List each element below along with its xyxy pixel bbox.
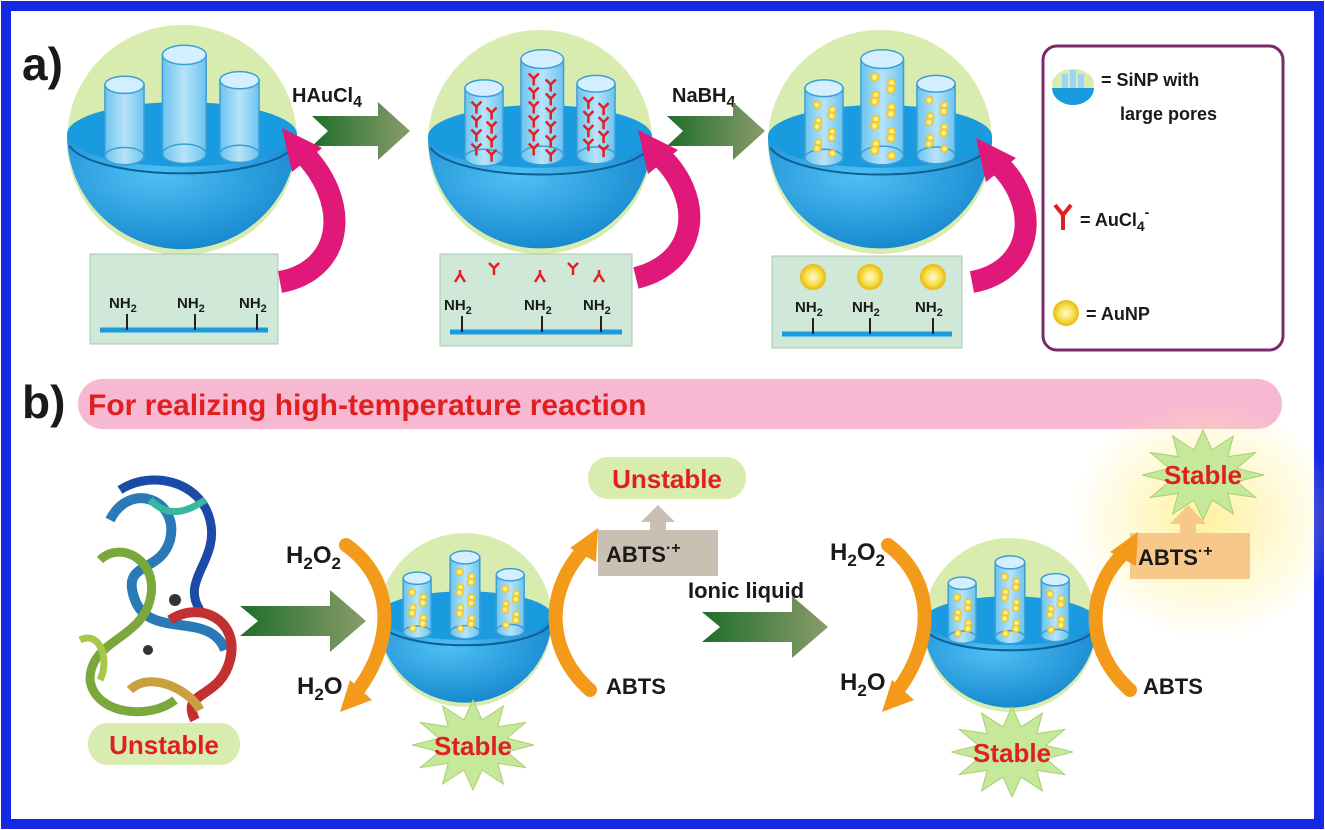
svg-text:NH2: NH2	[852, 299, 880, 319]
legend-sinp-line1: = SiNP with	[1101, 70, 1199, 90]
ionic-liquid-label: Ionic liquid	[688, 578, 804, 603]
stable-starburst-radical	[1142, 428, 1264, 522]
reagent-haucl4: HAuCl4	[292, 85, 362, 111]
nano-status-2: Stable	[973, 738, 1051, 768]
orange-arrow-abts-2-icon	[1088, 532, 1138, 697]
legend-aunp: = AuNP	[1086, 304, 1150, 324]
svg-text:NH2: NH2	[444, 297, 472, 317]
arrow-step2-icon	[667, 102, 765, 160]
abts-radical-label-2: ABTS·+	[1138, 543, 1213, 570]
amine-surface-3: NH2 NH2 NH2	[771, 255, 963, 349]
orange-arrow-abts-1-icon	[548, 528, 598, 697]
stable-starburst-nanozyme-1	[412, 698, 534, 792]
up-arrow-2-icon	[1170, 505, 1206, 533]
h2o2-label-1: H2O2	[286, 542, 341, 573]
sinp-empty-sphere	[67, 25, 297, 255]
legend-box: = SiNP with large pores = AuCl4- = AuNP	[1041, 44, 1285, 352]
sinp-aunp-loaded-sphere	[768, 30, 993, 254]
h2o-label-1: H2O	[297, 673, 342, 704]
h2o2-label-2: H2O2	[830, 539, 885, 570]
svg-text:NH2: NH2	[239, 295, 267, 315]
h2o-label-2: H2O	[840, 669, 885, 700]
reagent-nabh4: NaBH4	[672, 85, 735, 111]
radical-status-pill-1	[588, 457, 746, 499]
svg-text:NH2: NH2	[177, 295, 205, 315]
svg-text:NH2: NH2	[795, 299, 823, 319]
curved-arrow-magenta-2-icon	[632, 130, 701, 289]
svg-text:NH2: NH2	[109, 295, 137, 315]
aunp-legend-icon	[1053, 300, 1079, 326]
enzyme-status: Unstable	[109, 730, 219, 760]
objective-banner	[78, 379, 1282, 429]
panel-b-label: b)	[22, 376, 65, 428]
arrow-step1-icon	[312, 102, 410, 160]
abts-label-1: ABTS	[606, 674, 666, 699]
orange-arrow-h2o2-1-icon	[339, 538, 392, 712]
svg-text:NH2: NH2	[524, 297, 552, 317]
curved-arrow-magenta-3-icon	[969, 138, 1037, 293]
abts-radical-box-1	[598, 530, 718, 576]
abts-radical-label-1: ABTS·+	[606, 540, 681, 567]
sinp-legend-icon	[1052, 69, 1094, 105]
arrow-enzyme-to-nanozyme-icon	[240, 590, 366, 652]
objective-banner-text: For realizing high-temperature reaction	[88, 389, 646, 422]
svg-text:NH2: NH2	[915, 299, 943, 319]
nano-status-1: Stable	[434, 731, 512, 761]
curved-arrow-magenta-1-icon	[277, 128, 346, 293]
nanozyme-sphere-1	[378, 533, 552, 707]
legend-sinp-line2: large pores	[1120, 104, 1217, 124]
enzyme-status-pill	[88, 723, 240, 765]
svg-text:NH2: NH2	[583, 297, 611, 317]
amine-surface-1: NH2 NH2 NH2	[89, 253, 279, 345]
orange-arrow-h2o2-2-icon	[881, 538, 932, 712]
aucl4-legend-icon	[1053, 203, 1073, 230]
panel-a-label: a)	[22, 38, 63, 90]
up-arrow-1-icon	[641, 505, 675, 530]
stable-starburst-nanozyme-2	[951, 705, 1073, 799]
nanozyme-sphere-2	[923, 538, 1097, 712]
legend-aucl4: = AuCl4-	[1080, 204, 1150, 234]
amine-surface-2: NH2 NH2 NH2	[439, 253, 633, 347]
abts-label-2: ABTS	[1143, 674, 1203, 699]
arrow-ionic-liquid-icon	[702, 596, 828, 658]
radical-status-2: Stable	[1164, 460, 1242, 490]
enzyme-protein-icon	[78, 475, 237, 723]
sinp-aucl4-loaded-sphere	[428, 30, 652, 254]
radical-status-1: Unstable	[612, 464, 722, 494]
abts-radical-box-2	[1130, 533, 1250, 579]
